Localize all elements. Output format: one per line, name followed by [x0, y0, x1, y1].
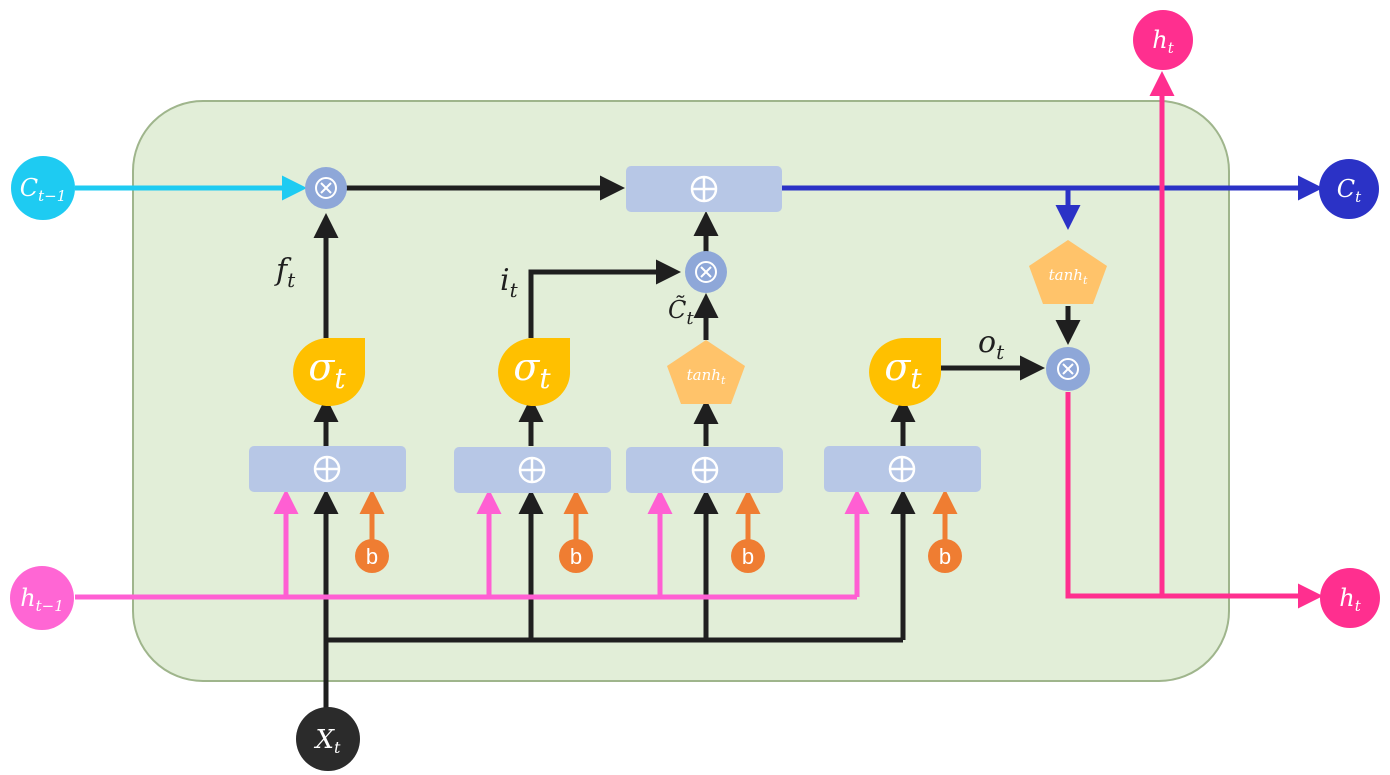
forget-multiplier: [305, 167, 347, 209]
svg-text:σt: σt: [513, 345, 551, 395]
bias-forget-node: b: [355, 539, 389, 573]
svg-text:Ct: Ct: [1337, 175, 1362, 206]
tanh-subscript: t: [721, 374, 726, 387]
svg-text:ht: ht: [1339, 584, 1361, 615]
svg-text:ht−1: ht−1: [20, 584, 64, 615]
cell-state-adder: [626, 166, 782, 212]
hidden-state-out-wire: [1065, 392, 1323, 609]
c-next-node: Ct: [1319, 159, 1379, 219]
sigma-subscript: t: [910, 362, 922, 395]
candidate-label: C̃t: [668, 296, 694, 329]
c-prev-node: Ct−1: [11, 156, 75, 220]
h-prev-node: ht−1: [10, 566, 74, 630]
svg-text:Xt: Xt: [314, 725, 342, 757]
output-sigma-gate: σt: [869, 338, 942, 406]
svg-text:tanht: tanht: [1049, 266, 1088, 287]
bias-label: b: [366, 544, 378, 569]
h-out-right-node: ht: [1320, 568, 1380, 628]
output-gate-label: ot: [978, 325, 1005, 364]
svg-text:Ct−1: Ct−1: [20, 174, 67, 205]
sigma-subscript: t: [334, 362, 346, 395]
sigma-symbol: σ: [513, 345, 540, 389]
output-multiplier: [1046, 347, 1090, 391]
forget-gate-adder: [249, 446, 406, 492]
tanh-subscript: t: [1083, 274, 1088, 287]
cell-state-tanh-gate: tanht: [1029, 240, 1107, 304]
bias-output-node: b: [928, 539, 962, 573]
input-sigma-to-mult-wire: [528, 259, 681, 338]
bias-input-node: b: [559, 539, 593, 573]
h-out-top-node: ht: [1133, 10, 1193, 70]
bias-label: b: [742, 544, 754, 569]
input-gate-label: it: [500, 263, 519, 302]
x-input-node: Xt: [296, 707, 360, 771]
output-gate-adder: [824, 446, 981, 492]
candidate-adder: [626, 447, 783, 493]
bias-candidate-node: b: [731, 539, 765, 573]
tanh-label: tanh: [1049, 266, 1083, 284]
bias-label: b: [570, 544, 582, 569]
sigma-symbol: σ: [308, 345, 335, 389]
sigma-symbol: σ: [884, 345, 911, 389]
input-gate-adder: [454, 447, 611, 493]
svg-text:σt: σt: [308, 345, 346, 395]
svg-text:σt: σt: [884, 345, 922, 395]
forget-sigma-gate: σt: [293, 338, 366, 406]
sigma-subscript: t: [539, 362, 551, 395]
bias-label: b: [939, 544, 951, 569]
candidate-tanh-gate: tanht: [667, 340, 745, 404]
svg-text:ht: ht: [1152, 26, 1174, 57]
tanh-label: tanh: [687, 366, 721, 384]
svg-text:tanht: tanht: [687, 366, 726, 387]
input-multiplier: [685, 251, 727, 293]
input-sigma-gate: σt: [498, 338, 571, 406]
